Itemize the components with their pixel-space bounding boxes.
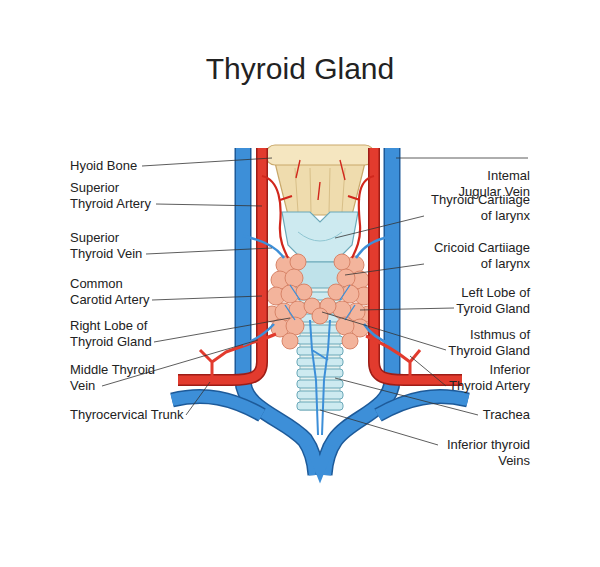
middle-thyroid-vein — [243, 324, 274, 345]
leader-line — [345, 264, 424, 275]
superior-thyroid-artery — [348, 176, 374, 258]
laryngeal-vessel — [296, 160, 345, 200]
leader-line — [146, 248, 272, 254]
tracheal-ring — [297, 380, 343, 388]
artery-group — [178, 148, 462, 380]
part-label: Thyroid Cartiiage of larynx — [426, 192, 530, 224]
membrane-lines — [295, 168, 345, 212]
brachiocephalic-vein — [310, 445, 330, 470]
leader-line — [322, 312, 446, 350]
leader-line — [142, 158, 272, 166]
leader-line — [410, 356, 446, 386]
inferior-thyroid-artery — [366, 336, 420, 378]
tracheal-ring — [297, 402, 343, 410]
part-label: Hyoid Bone — [70, 158, 210, 174]
gland-lobule — [285, 269, 303, 287]
part-label: Common Carotid Artery — [70, 276, 158, 308]
part-label: Right Lobe of Thyroid Gland — [70, 318, 160, 350]
part-label: Inferior thyroid Veins — [440, 437, 530, 469]
tracheal-ring — [297, 347, 343, 355]
diagram-title: Thyroid Gland — [0, 52, 600, 86]
part-label: Trachea — [430, 407, 530, 423]
leader-line — [152, 296, 262, 300]
leader-line — [320, 410, 438, 445]
subclavian-vein — [172, 396, 262, 415]
gland-lobule — [282, 333, 298, 349]
part-label: Thyrocervical Trunk — [70, 407, 210, 423]
isthmus-lobule — [312, 308, 328, 324]
gland-lobule — [334, 254, 350, 270]
leader-line — [360, 308, 454, 310]
thyrocervical-trunk — [200, 334, 276, 378]
part-label: Isthmus of Thyroid Gland — [440, 327, 530, 359]
cartilage-shade — [298, 232, 342, 241]
superior-thyroid-artery — [262, 176, 292, 258]
membrane-line — [329, 168, 330, 212]
small-veins — [243, 236, 392, 435]
leader-line — [156, 204, 262, 206]
leader-line — [396, 158, 528, 159]
gland-vein — [285, 285, 355, 320]
superior-thyroid-vein — [356, 236, 392, 258]
part-label: Left Lobe of Tyroid Gland — [440, 285, 530, 317]
leader-line — [154, 318, 290, 342]
part-label: Superior Thyroid Vein — [70, 230, 160, 262]
middle-thyroid-vein — [364, 324, 392, 345]
hyoid-bone — [266, 145, 374, 165]
part-label: Inferior Thyroid Artery — [446, 362, 530, 394]
gland-lobule — [290, 254, 306, 270]
superior-thyroid-vein — [243, 236, 284, 258]
thyroid-cartilage — [282, 212, 358, 262]
gland-lobule — [342, 333, 358, 349]
gland-lobule — [337, 269, 355, 287]
thyroid-gland — [264, 254, 376, 349]
leader-line — [186, 382, 210, 415]
vein-group — [172, 148, 468, 475]
inferior-thyroid-vein — [310, 320, 330, 435]
membrane-line — [310, 168, 311, 212]
part-label: Middle Thyroid Vein — [70, 362, 160, 394]
subclavian-vein — [172, 396, 262, 415]
tracheal-ring — [297, 391, 343, 399]
subclavian-vein — [378, 396, 468, 415]
part-label: Cricoid Cartiiage of larynx — [426, 240, 530, 272]
part-label: Superior Thyroid Artery — [70, 180, 160, 212]
tracheal-ring — [297, 358, 343, 366]
tracheal-ring — [297, 336, 343, 344]
leader-line — [335, 216, 424, 238]
tracheal-ring — [297, 369, 343, 377]
subclavian-vein — [378, 396, 468, 415]
